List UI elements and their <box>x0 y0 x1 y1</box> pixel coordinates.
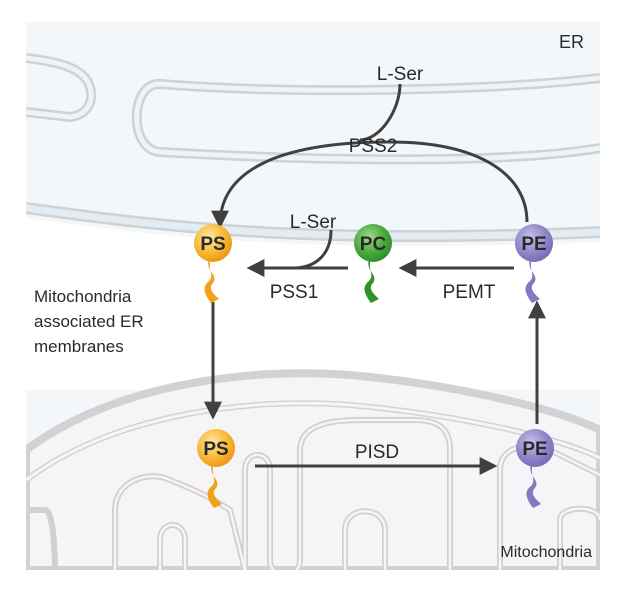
lipid-tail <box>364 259 379 303</box>
label-er-region: ER <box>559 32 584 52</box>
background <box>26 22 600 570</box>
label-lser-top: L-Ser <box>377 64 424 85</box>
lipid-ps-mito: PS <box>197 429 235 508</box>
lipid-label: PS <box>200 234 225 255</box>
lipid-head <box>194 224 232 262</box>
lipid-label: PE <box>521 234 546 255</box>
lipid-pe-er: PE <box>515 224 553 303</box>
lipid-ps-er: PS <box>194 224 232 303</box>
lipid-pe-mito: PE <box>516 429 554 508</box>
label-mam-line2: associated ER <box>34 312 144 331</box>
lipid-head <box>516 429 554 467</box>
arrow-lser-top-branch <box>359 83 402 142</box>
arrow-pss2 <box>211 140 529 229</box>
label-pss2: PSS2 <box>349 136 398 157</box>
lipid-tail <box>204 259 219 303</box>
lipid-label: PS <box>203 439 228 460</box>
reaction-arrows <box>204 83 546 475</box>
label-mam-line1: Mitochondria <box>34 287 132 306</box>
lipid-tail <box>207 464 222 508</box>
lipid-tail <box>526 464 541 508</box>
label-mitochondria-region: Mitochondria <box>500 544 592 561</box>
lipid-label: PC <box>360 234 387 255</box>
label-mam-line3: membranes <box>34 337 124 356</box>
lipid-head <box>515 224 553 262</box>
lipid-head <box>354 224 392 262</box>
label-pemt: PEMT <box>443 282 496 303</box>
label-pisd: PISD <box>355 442 399 463</box>
label-lser-mid: L-Ser <box>290 212 337 233</box>
lipid-pc-er: PC <box>354 224 392 303</box>
arrow-lser-mid-branch <box>295 229 333 270</box>
lipid-tail <box>525 259 540 303</box>
lipid-head <box>197 429 235 467</box>
lipid-label: PE <box>522 439 547 460</box>
mitochondrion-outer <box>26 369 600 570</box>
label-pss1: PSS1 <box>270 282 319 303</box>
